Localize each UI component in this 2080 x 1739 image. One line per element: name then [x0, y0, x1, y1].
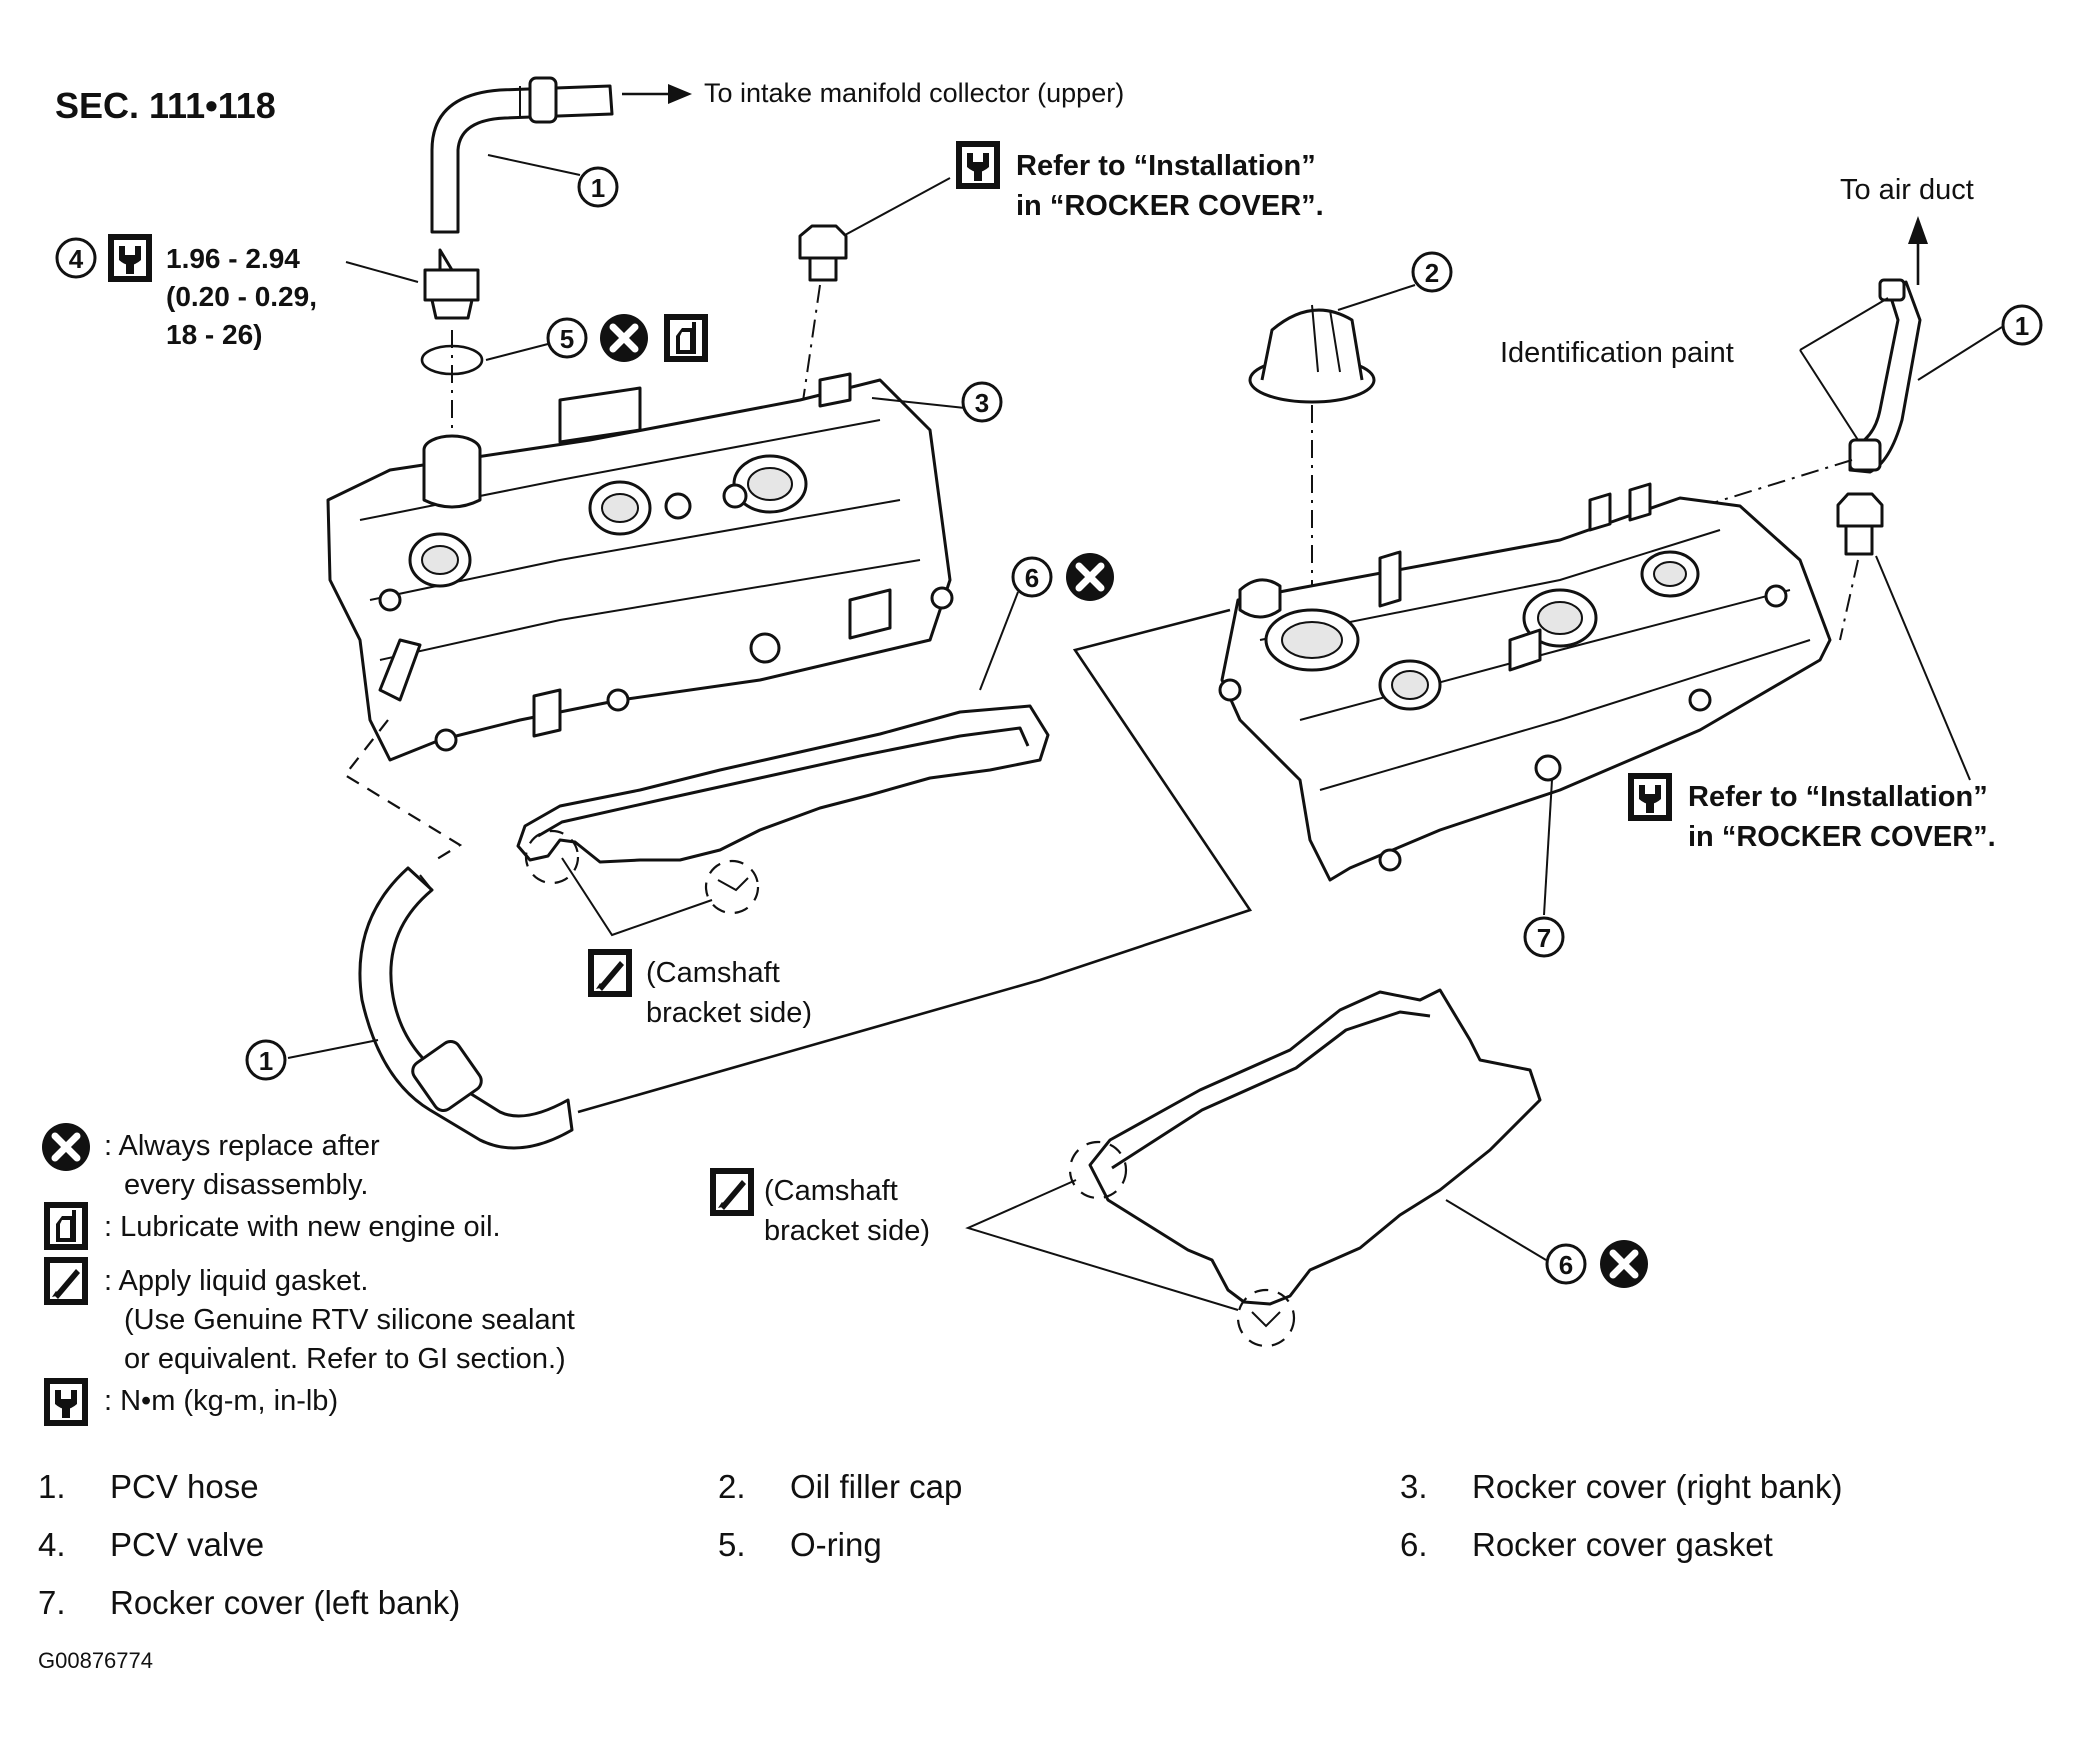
legend-replace-line2: every disassembly. [124, 1169, 368, 1201]
part-name-3: Rocker cover (right bank) [1472, 1468, 1842, 1505]
pcv-hose-top [430, 76, 614, 234]
legend-gasket-line2: (Use Genuine RTV silicone sealant [124, 1304, 575, 1336]
oil-can-icon [44, 1202, 88, 1250]
refer-installation-top-line1: Refer to “Installation” [1016, 150, 1316, 182]
legend-gasket-line3: or equivalent. Refer to GI section.) [124, 1343, 566, 1375]
torque-value-line1: 1.96 - 2.94 [166, 243, 300, 274]
refer-installation-top-line2: in “ROCKER COVER”. [1016, 190, 1324, 222]
callout-2: 2 [1411, 251, 1453, 293]
part-num-6: 6. [1400, 1526, 1428, 1563]
legend-torque-units: : N•m (kg-m, in-lb) [104, 1385, 338, 1417]
camshaft-bracket-lower-line1: (Camshaft [764, 1175, 898, 1207]
refer-installation-right-line1: Refer to “Installation” [1688, 781, 1988, 813]
refer-installation-right-line2: in “ROCKER COVER”. [1688, 821, 1996, 853]
pcv-hose-right [1848, 278, 1922, 474]
part-num-7: 7. [38, 1584, 66, 1621]
part-num-5: 5. [718, 1526, 746, 1563]
callout-5: 5 [546, 317, 588, 359]
part-name-5: O-ring [790, 1526, 882, 1563]
callout-3: 3 [961, 381, 1003, 423]
liquid-gasket-icon [710, 1168, 754, 1216]
pcv-hose-bottom [358, 866, 574, 1150]
part-name-7: Rocker cover (left bank) [110, 1584, 460, 1621]
legend-replace-line1: : Always replace after [104, 1130, 380, 1162]
callout-1-right: 1 [2001, 304, 2043, 346]
part-num-4: 4. [38, 1526, 66, 1563]
cover-bolt-left [798, 224, 848, 282]
svg-text:1: 1 [591, 173, 605, 203]
torque-wrench-icon [108, 234, 152, 282]
part-num-3: 3. [1400, 1468, 1428, 1505]
callout-6-upper: 6 [1011, 556, 1053, 598]
svg-text:4: 4 [69, 244, 84, 274]
legend-lubricate: : Lubricate with new engine oil. [104, 1211, 501, 1243]
replace-x-icon [1066, 553, 1114, 601]
part-name-2: Oil filler cap [790, 1468, 962, 1505]
svg-text:3: 3 [975, 388, 989, 418]
part-num-1: 1. [38, 1468, 66, 1505]
callout-4: 4 [55, 237, 97, 279]
parts-list: 1. PCV hose 2. Oil filler cap 3. Rocker … [38, 1468, 1842, 1621]
svg-text:5: 5 [560, 324, 574, 354]
camshaft-bracket-upper-line2: bracket side) [646, 997, 812, 1029]
part-name-4: PCV valve [110, 1526, 264, 1563]
to-intake-label: To intake manifold collector (upper) [704, 78, 1124, 108]
legend-gasket-line1: : Apply liquid gasket. [104, 1265, 368, 1297]
camshaft-bracket-lower-line2: bracket side) [764, 1215, 930, 1247]
oil-filler-cap [1248, 304, 1376, 404]
callout-1-bottom: 1 [245, 1039, 287, 1081]
gasket-tube-icon [44, 1257, 88, 1305]
svg-text:2: 2 [1425, 258, 1439, 288]
identification-paint-label: Identification paint [1500, 337, 1734, 369]
torque-value-line2: (0.20 - 0.29, [166, 281, 317, 312]
figure-id: G00876774 [38, 1648, 153, 1673]
svg-text:7: 7 [1537, 923, 1551, 953]
section-reference: SEC. 111•118 [55, 85, 276, 126]
callout-1-top: 1 [577, 166, 619, 208]
to-air-duct-label: To air duct [1840, 174, 1974, 206]
callout-7: 7 [1523, 916, 1565, 958]
torque-wrench-icon [1628, 773, 1672, 821]
part-name-6: Rocker cover gasket [1472, 1526, 1773, 1563]
camshaft-bracket-upper-line1: (Camshaft [646, 957, 780, 989]
liquid-gasket-icon [588, 949, 632, 997]
torque-wrench-icon [44, 1378, 88, 1426]
x-circle-icon [42, 1123, 90, 1171]
svg-text:1: 1 [2015, 311, 2029, 341]
rocker-cover-right-bank [326, 372, 954, 762]
rocker-cover-left-bank [1218, 482, 1832, 882]
cover-bolt-right [1836, 492, 1884, 556]
replace-x-icon [600, 314, 648, 362]
part-num-2: 2. [718, 1468, 746, 1505]
torque-wrench-icon [956, 141, 1000, 189]
callout-6-lower: 6 [1545, 1243, 1587, 1285]
svg-text:6: 6 [1559, 1250, 1573, 1280]
pcv-valve [423, 248, 480, 320]
part-name-1: PCV hose [110, 1468, 259, 1505]
svg-text:1: 1 [259, 1046, 273, 1076]
torque-value-line3: 18 - 26) [166, 319, 263, 350]
rocker-cover-gasket-upper [516, 704, 1050, 864]
svg-text:6: 6 [1025, 563, 1039, 593]
replace-x-icon [1600, 1240, 1648, 1288]
legend: : Always replace after every disassembly… [42, 1123, 575, 1426]
rocker-cover-gasket-lower [1088, 988, 1542, 1306]
lubricate-oil-can-icon [664, 314, 708, 362]
